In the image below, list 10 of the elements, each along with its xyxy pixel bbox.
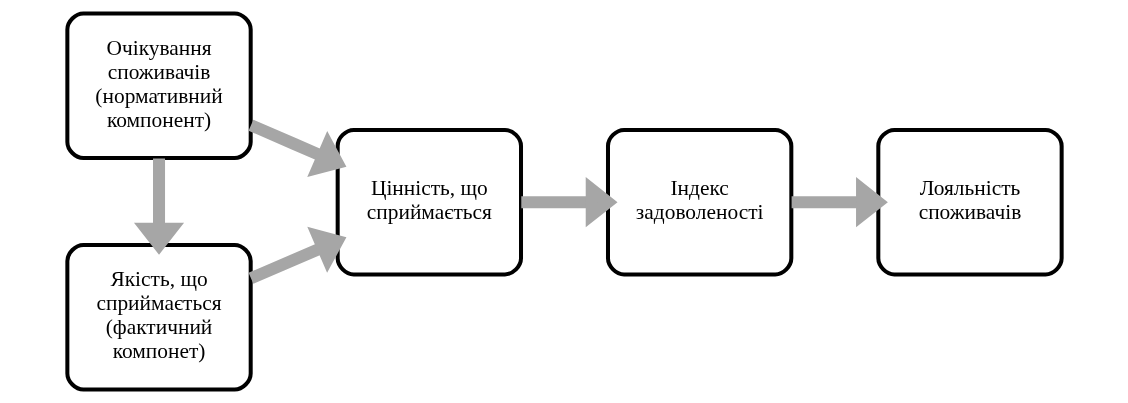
arrow xyxy=(520,177,618,228)
node-box: Якість, що сприймається (фактичний компонет) xyxy=(64,243,253,392)
node-box: Цінність, що сприймається xyxy=(335,127,523,277)
arrow xyxy=(133,158,184,255)
node-box: Очікування споживачів (нормативний компонент) xyxy=(64,11,253,160)
node-box: Індекс задоволеності xyxy=(605,127,793,277)
arrow xyxy=(248,119,346,177)
arrow xyxy=(248,226,346,284)
arrow xyxy=(791,177,888,228)
node-box: Лояльність споживачів xyxy=(875,127,1064,277)
